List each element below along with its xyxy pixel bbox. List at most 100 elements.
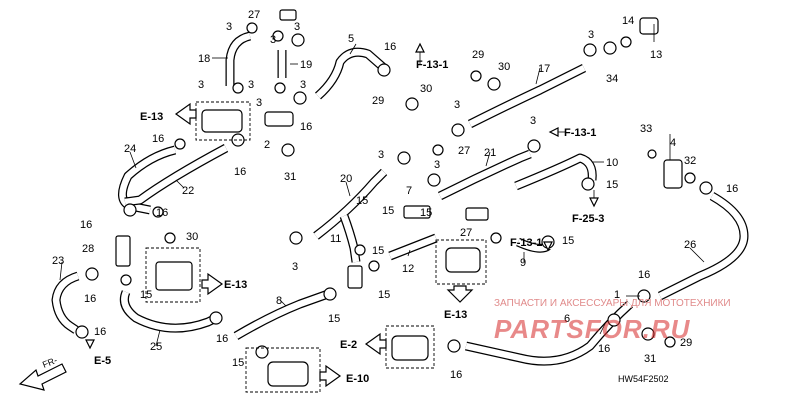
callout-3[interactable]: 3 [530,115,536,127]
callout-16[interactable]: 16 [94,326,106,338]
callout-15[interactable]: 15 [382,205,394,217]
callout-15[interactable]: 15 [420,207,432,219]
callout-7[interactable]: 7 [406,185,412,197]
ref-f131[interactable]: F-13-1 [564,127,596,139]
callout-5[interactable]: 5 [348,33,354,45]
callout-16[interactable]: 16 [216,333,228,345]
callout-15[interactable]: 15 [606,179,618,191]
ref-e13[interactable]: E-13 [140,111,163,123]
hose-group [51,31,749,366]
callout-23[interactable]: 23 [52,255,64,267]
arrow-left-icon [364,332,387,356]
callout-3[interactable]: 3 [292,261,298,273]
callout-18[interactable]: 18 [198,53,210,65]
callout-15[interactable]: 15 [328,313,340,325]
callout-3[interactable]: 3 [434,159,440,171]
callout-15[interactable]: 15 [562,235,574,247]
callout-16[interactable]: 16 [638,269,650,281]
callout-15[interactable]: 15 [140,289,152,301]
callout-10[interactable]: 10 [606,157,618,169]
callout-30[interactable]: 30 [498,61,510,73]
callout-31[interactable]: 31 [284,171,296,183]
callout-15[interactable]: 15 [356,195,368,207]
callout-14[interactable]: 14 [622,15,634,27]
leader-lines [59,24,705,347]
arrow-left-icon [174,102,197,126]
callout-20[interactable]: 20 [340,173,352,185]
callout-16[interactable]: 16 [384,41,396,53]
ref-e2[interactable]: E-2 [340,339,357,351]
callout-3[interactable]: 3 [226,21,232,33]
callout-16[interactable]: 16 [450,369,462,381]
front-direction-arrow-icon [18,363,67,391]
callout-16[interactable]: 16 [152,133,164,145]
callout-3[interactable]: 3 [248,79,254,91]
callout-16[interactable]: 16 [598,343,610,355]
assembly-outlines [145,101,487,393]
arrow-down-icon [85,339,95,350]
callout-30[interactable]: 30 [186,231,198,243]
callout-27[interactable]: 27 [248,9,260,21]
callout-19[interactable]: 19 [300,59,312,71]
callout-16[interactable]: 16 [300,121,312,133]
callout-3[interactable]: 3 [294,21,300,33]
arrow-down-icon [589,197,599,208]
diagram-code: HW54F2502 [618,374,669,384]
callout-2[interactable]: 2 [264,139,270,151]
callout-29[interactable]: 29 [680,337,692,349]
ref-e5[interactable]: E-5 [94,355,111,367]
callout-16[interactable]: 16 [80,219,92,231]
callout-34[interactable]: 34 [606,73,618,85]
callout-3[interactable]: 3 [256,97,262,109]
ref-e10[interactable]: E-10 [346,373,369,385]
callout-13[interactable]: 13 [650,49,662,61]
callout-3[interactable]: 3 [300,79,306,91]
callout-17[interactable]: 17 [538,63,550,75]
reference-labels: E-13 E-13 E-13 E-2 E-10 E-5 F-13-1 F-13-… [41,59,669,385]
callout-1[interactable]: 1 [614,289,620,301]
callout-26[interactable]: 26 [684,239,696,251]
ref-f131[interactable]: F-13-1 [510,237,542,249]
callout-29[interactable]: 29 [372,95,384,107]
callout-16[interactable]: 16 [84,293,96,305]
callout-3[interactable]: 3 [378,149,384,161]
callout-15[interactable]: 15 [372,245,384,257]
callout-24[interactable]: 24 [124,143,136,155]
callout-15[interactable]: 15 [378,289,390,301]
callout-22[interactable]: 22 [182,185,194,197]
callout-3[interactable]: 3 [454,99,460,111]
callout-16[interactable]: 16 [726,183,738,195]
arrow-down-icon [543,241,553,252]
callout-8[interactable]: 8 [276,295,282,307]
callout-4[interactable]: 4 [670,137,676,149]
callout-32[interactable]: 32 [684,155,696,167]
ref-e13[interactable]: E-13 [444,309,467,321]
callout-16[interactable]: 16 [156,207,168,219]
ref-e13[interactable]: E-13 [224,279,247,291]
callout-12[interactable]: 12 [402,263,414,275]
ref-f253[interactable]: F-25-3 [572,213,604,225]
callout-labels: 27 3 3 3 18 19 5 16 3 3 3 3 16 2 31 16 1… [52,9,738,381]
callout-21[interactable]: 21 [484,147,496,159]
callout-27[interactable]: 27 [460,227,472,239]
callout-28[interactable]: 28 [82,243,94,255]
clamp-group [75,9,713,387]
callout-3[interactable]: 3 [198,79,204,91]
callout-30[interactable]: 30 [420,83,432,95]
callout-27[interactable]: 27 [458,145,470,157]
callout-15[interactable]: 15 [232,357,244,369]
ref-f131[interactable]: F-13-1 [416,59,448,71]
callout-25[interactable]: 25 [150,341,162,353]
callout-33[interactable]: 33 [640,123,652,135]
callout-29[interactable]: 29 [472,49,484,61]
callout-9[interactable]: 9 [520,257,526,269]
callout-3[interactable]: 3 [270,34,276,46]
callout-3[interactable]: 3 [588,29,594,41]
callout-6[interactable]: 6 [564,313,570,325]
arrow-right-icon [319,364,342,388]
callout-11[interactable]: 11 [330,233,341,245]
callout-31[interactable]: 31 [644,353,656,365]
callout-16[interactable]: 16 [234,166,246,178]
